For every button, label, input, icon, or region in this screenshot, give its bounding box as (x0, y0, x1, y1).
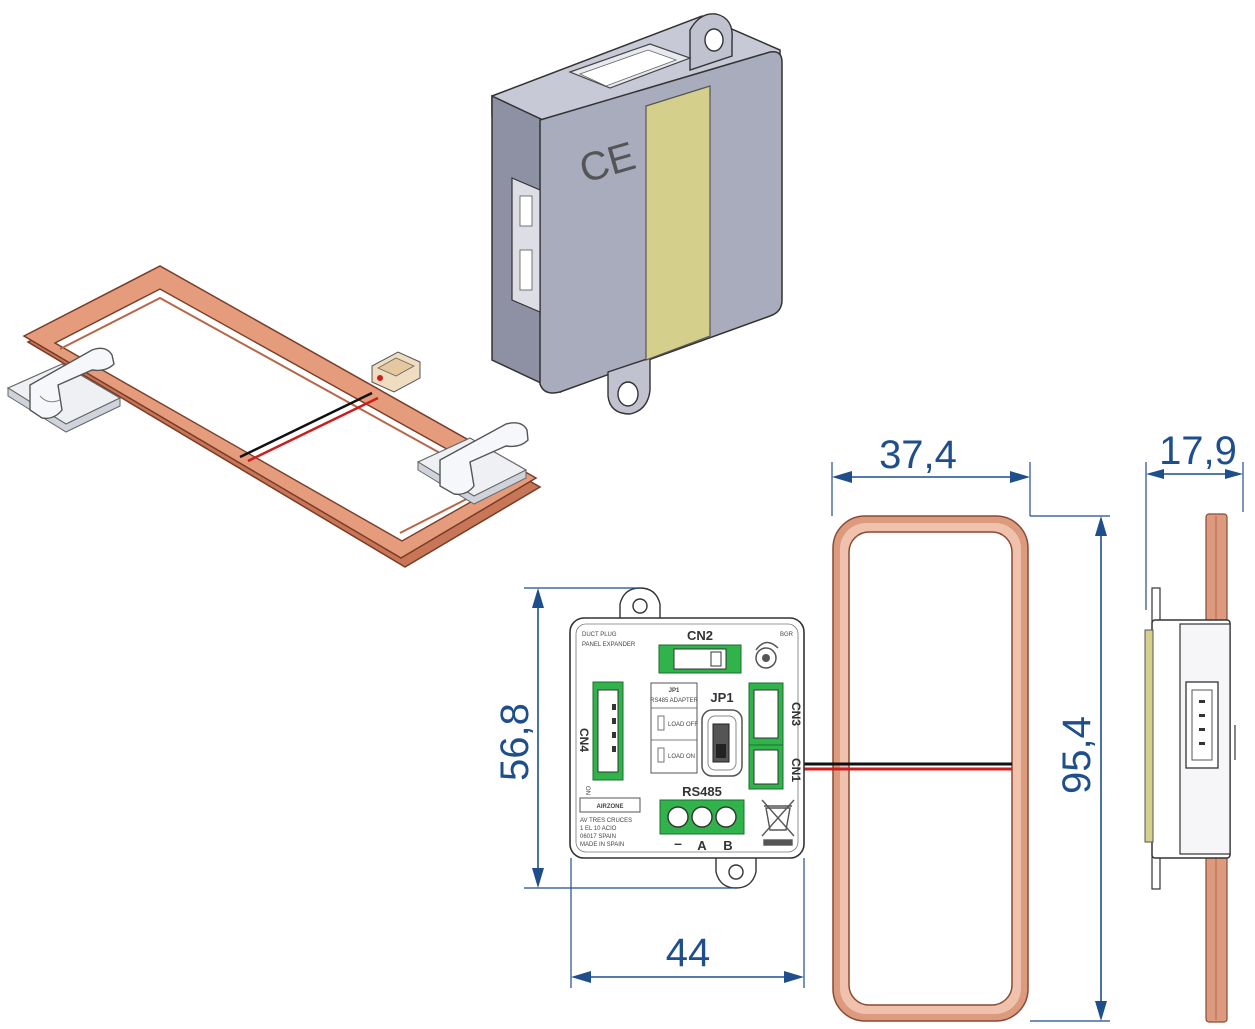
module-front-view: DUCT PLUG PANEL EXPANDER BGR CN2 CN4 ON … (569, 587, 805, 889)
coil-connector (371, 351, 421, 393)
module-3d-view: CE (491, 13, 783, 415)
terminal-b-label: B (723, 838, 732, 853)
dimension-coil-height: 95,4 (1030, 515, 1110, 1022)
svg-text:ON: ON (584, 786, 590, 795)
terminal-a-label: A (697, 838, 707, 853)
dimension-side-depth: 17,9 (1145, 429, 1244, 610)
cn4-label: CN4 (577, 728, 591, 752)
coil-width-value: 37,4 (879, 433, 957, 477)
svg-text:06017 SPAIN: 06017 SPAIN (580, 834, 616, 840)
dimension-module-width: 44 (570, 858, 805, 988)
module-height-value: 56,8 (493, 703, 537, 781)
coil-front-view (800, 515, 1029, 1022)
side-depth-value: 17,9 (1159, 429, 1237, 473)
cn3-label: CN3 (789, 702, 803, 726)
dimension-coil-width: 37,4 (831, 433, 1031, 516)
rs485-label: RS485 (682, 784, 722, 799)
brand-logo-icon (755, 641, 779, 669)
load-on-label: LOAD ON (668, 754, 695, 760)
dimension-module-height: 56,8 (493, 587, 736, 889)
svg-text:PANEL EXPANDER: PANEL EXPANDER (582, 642, 636, 648)
svg-text:1 EL 10 ACIO: 1 EL 10 ACIO (580, 826, 617, 832)
module-width-value: 44 (666, 931, 711, 975)
coil-height-value: 95,4 (1055, 716, 1099, 794)
svg-text:BGR: BGR (780, 632, 794, 638)
svg-text:AV TRES CRUCES: AV TRES CRUCES (580, 818, 632, 824)
jp1-box-label: JP1 (669, 688, 680, 694)
side-view (1144, 513, 1236, 1023)
left-mounting-clip (6, 347, 122, 433)
jp1-label: JP1 (710, 690, 733, 705)
cn1-label: CN1 (789, 758, 803, 782)
right-mounting-clip (416, 422, 529, 505)
load-off-label: LOAD OFF (668, 722, 698, 728)
weee-bin-icon (761, 799, 795, 846)
coil-3d-view (6, 265, 542, 568)
brand-label: AIRZONE (597, 804, 624, 810)
rs485-adapter-label: RS485 ADAPTER (650, 698, 699, 704)
svg-text:DUCT PLUG: DUCT PLUG (582, 632, 617, 638)
terminal-minus-label: – (674, 835, 682, 851)
cn2-label: CN2 (687, 628, 713, 643)
svg-text:MADE IN SPAIN: MADE IN SPAIN (580, 842, 624, 848)
